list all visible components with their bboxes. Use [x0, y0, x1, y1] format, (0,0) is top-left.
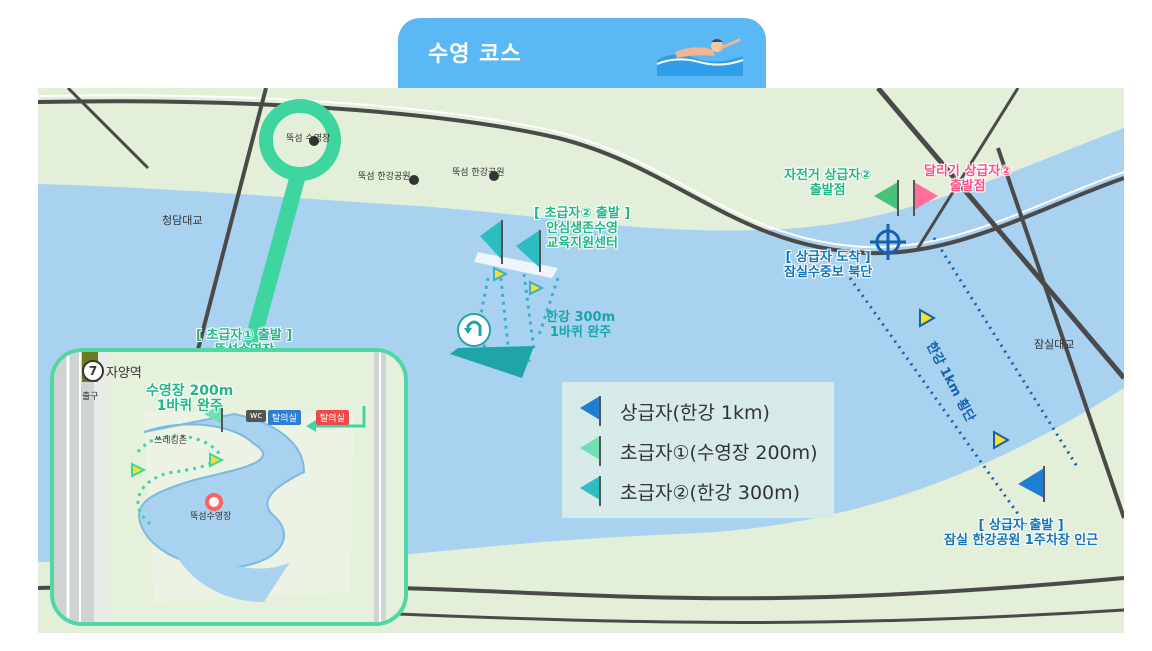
flag-icon	[580, 396, 601, 426]
swimmer-icon	[656, 38, 744, 76]
locker-tag-female: 탈의실	[316, 410, 349, 425]
beginner2-flags	[480, 220, 541, 272]
legend-flag-fill	[580, 476, 600, 500]
bridge-cheongdam: 청담대교	[162, 214, 203, 227]
run-flag	[913, 180, 938, 216]
finish-crosshair	[870, 224, 906, 260]
legend-item-beginner2: 초급자②(한강 300m)	[562, 470, 834, 510]
legend-label: 초급자②(한강 300m)	[620, 482, 801, 504]
station-exit: 출구	[82, 392, 99, 402]
legend-label: 상급자(한강 1km)	[620, 402, 770, 424]
legend-item-advanced: 상급자(한강 1km)	[562, 390, 834, 430]
legend-flag-fill	[580, 396, 600, 420]
advanced-start-label: [ 상급자 출발 ]잠실 한강공원 1주차장 인근	[944, 518, 1099, 548]
u-turn-icon	[457, 313, 491, 347]
advanced-finish-label: [ 상급자 도착 ]잠실수중보 북단	[784, 250, 873, 280]
poi-park2: 뚝섬 한강공원	[452, 168, 505, 178]
advanced-start-flag	[1018, 466, 1045, 502]
legend-flag-fill	[580, 436, 600, 460]
legend: 상급자(한강 1km) 초급자①(수영장 200m) 초급자②(한강 300m)	[562, 382, 834, 518]
station-name: 자양역	[106, 366, 142, 381]
poi-park1: 뚝섬 한강공원	[358, 172, 411, 182]
poi-ttukseom-pool: 뚝섬 수영장	[286, 134, 331, 144]
station-line-badge: 7	[82, 360, 104, 382]
locker-tag-male: 탈의실	[268, 410, 301, 425]
legend-label: 초급자①(수영장 200m)	[620, 442, 818, 464]
rest-zone: 쓰레킹존	[154, 436, 188, 446]
page-title: 수영 코스	[428, 42, 522, 67]
legend-item-beginner1: 초급자①(수영장 200m)	[562, 430, 834, 470]
inset-base	[54, 352, 386, 622]
bridge-jamsil: 잠실대교	[1034, 338, 1075, 351]
flag-icon	[580, 436, 601, 466]
flag-icon	[580, 476, 601, 506]
inset-pool: 뚝섬수영장	[190, 512, 232, 522]
wc-tag: wc	[246, 410, 267, 422]
bike-flag	[874, 180, 899, 216]
